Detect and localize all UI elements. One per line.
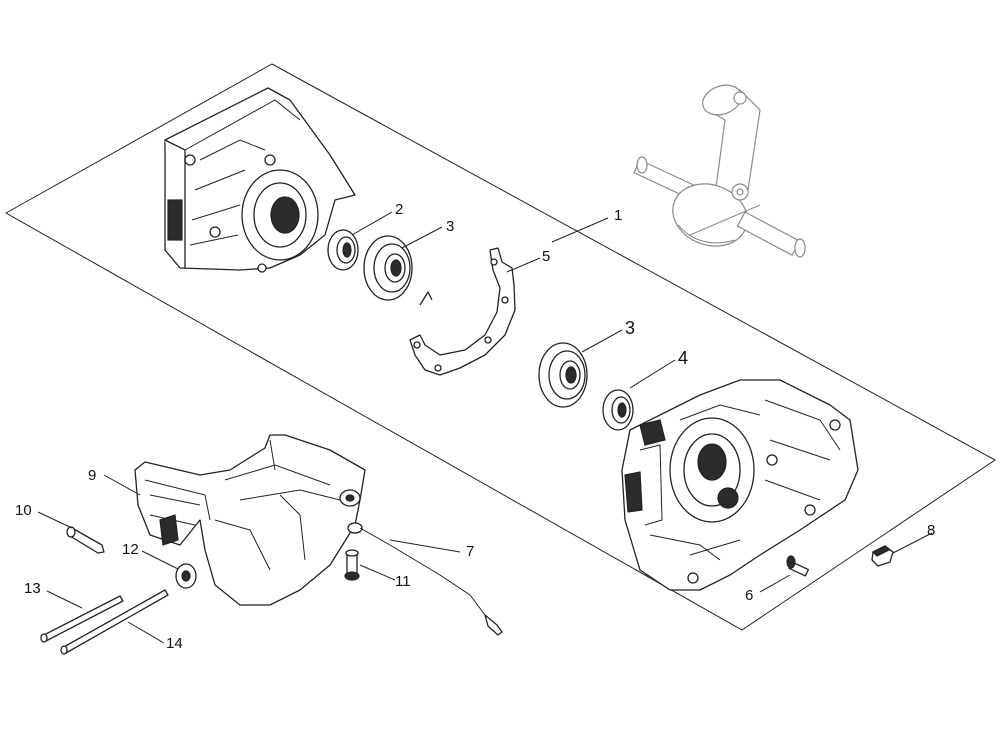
gasket — [409, 247, 516, 376]
callout-14: 14 — [166, 635, 183, 652]
oil-seal-right — [602, 389, 634, 431]
screw-6 — [786, 555, 809, 577]
callout-labels: 1 2 3 3 4 5 6 7 8 9 10 11 12 13 14 — [15, 201, 935, 652]
callout-12: 12 — [122, 541, 139, 558]
callout-8: 8 — [927, 522, 935, 539]
pin-10 — [66, 526, 105, 554]
rod-13 — [40, 595, 124, 643]
bearing-right — [538, 342, 588, 408]
callout-5: 5 — [542, 248, 550, 265]
callout-10: 10 — [15, 502, 32, 519]
bush-12 — [175, 563, 197, 589]
callout-9: 9 — [88, 467, 96, 484]
crankcase-half-right — [621, 379, 859, 591]
callout-1: 1 — [614, 207, 622, 224]
callout-6: 6 — [745, 587, 753, 604]
callout-2: 2 — [395, 201, 403, 218]
crankcase-half-left — [164, 87, 356, 273]
crankshaft — [633, 84, 806, 258]
callout-11: 11 — [395, 573, 411, 590]
housing-cover-9 — [134, 434, 366, 606]
callout-4: 4 — [678, 348, 688, 368]
bearing-left — [363, 235, 413, 301]
callout-3b: 3 — [625, 318, 635, 338]
callout-13: 13 — [24, 580, 41, 597]
part-8-block — [871, 545, 894, 567]
screw-11 — [344, 549, 360, 581]
oil-seal-left — [327, 229, 359, 271]
leader-lines — [37, 211, 933, 644]
assembly-boundary — [4, 63, 996, 631]
callout-3a: 3 — [446, 218, 454, 235]
rod-14 — [60, 589, 169, 655]
callout-7: 7 — [466, 543, 474, 560]
wire-lead-7 — [359, 527, 503, 636]
